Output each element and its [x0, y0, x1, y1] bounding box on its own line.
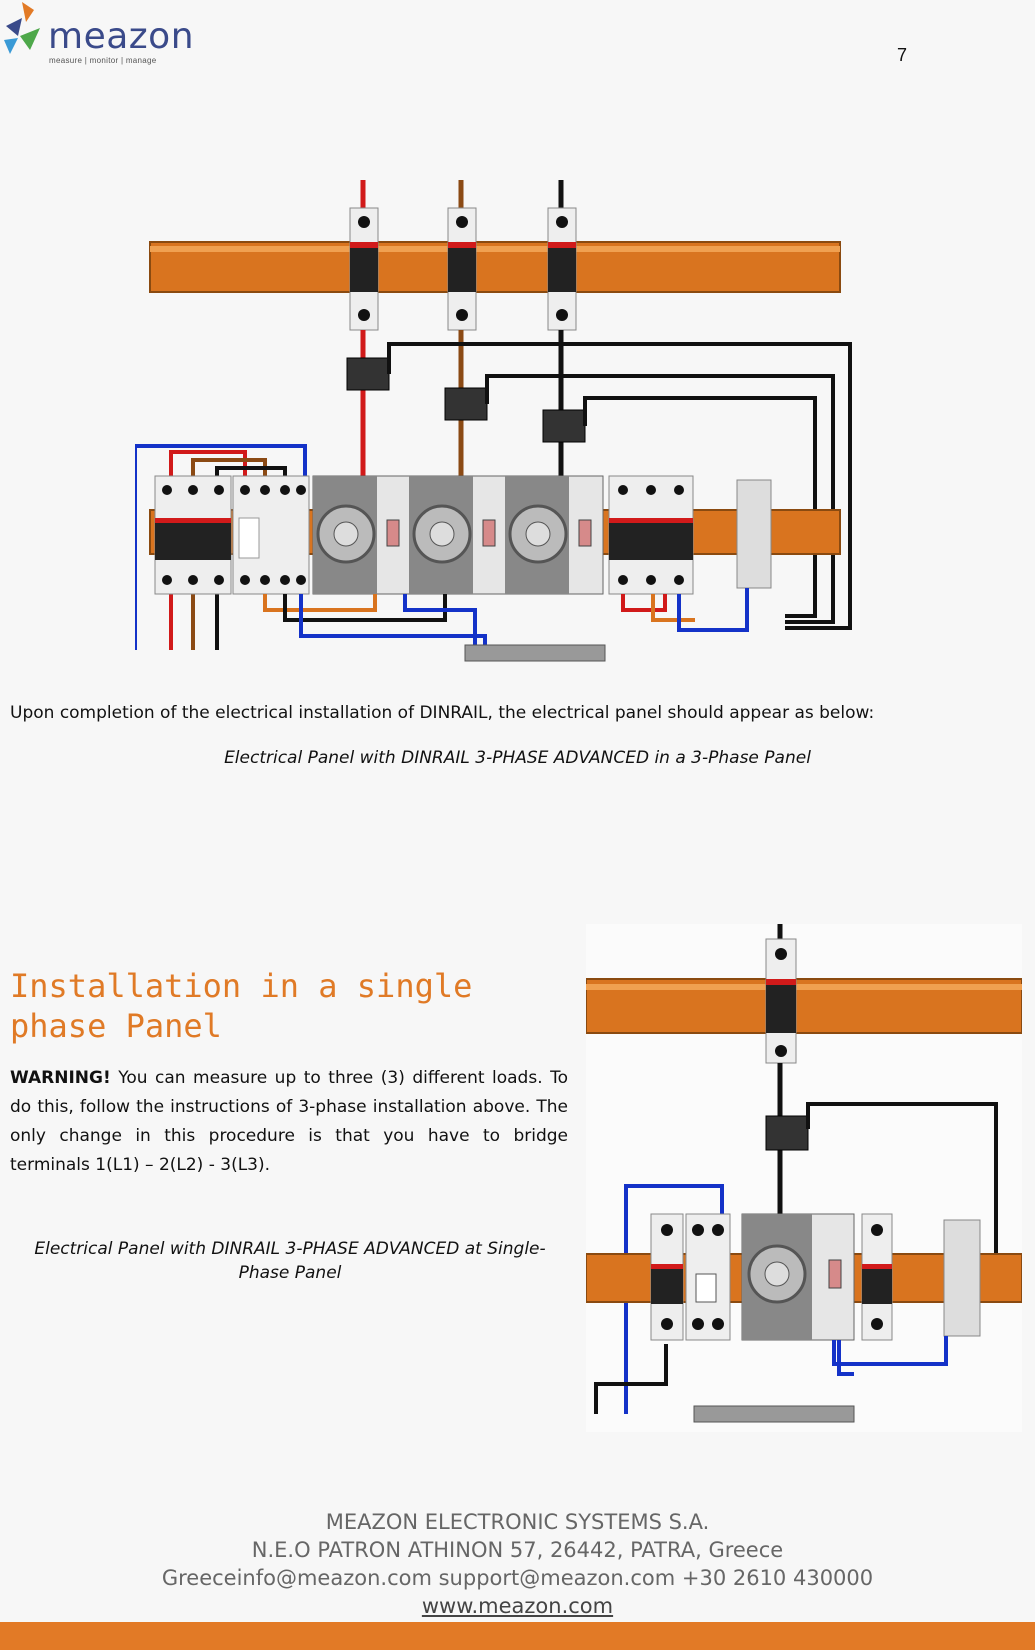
logo-tagline: measure | monitor | manage — [49, 56, 157, 65]
single-phase-panel-diagram — [586, 924, 1022, 1432]
top-breakers — [349, 207, 577, 331]
dinrail-meter — [312, 475, 604, 595]
intro-text: Upon completion of the electrical instal… — [10, 703, 875, 723]
footer-address: N.E.O PATRON ATHINON 57, 26442, PATRA, G… — [251, 1538, 784, 1562]
three-phase-panel-diagram — [135, 180, 852, 662]
footer-bar — [0, 1622, 1035, 1650]
footer-website-link[interactable]: www.meazon.com — [421, 1594, 614, 1618]
meazon-logo — [0, 0, 190, 70]
single-phase-caption: Electrical Panel with DINRAIL 3-PHASE AD… — [34, 1239, 546, 1283]
page-number: 7 — [897, 45, 908, 65]
warning-text: You can measure up to three (3) differen… — [10, 1068, 568, 1175]
logo-mark-icon — [4, 2, 40, 54]
logo-wordmark: meazon — [48, 16, 195, 57]
footer-contacts: Greeceinfo@meazon.com support@meazon.com… — [161, 1566, 874, 1590]
warning-label: WARNING! — [10, 1068, 111, 1088]
section-heading: Installation in a single phase Panel — [10, 967, 473, 1045]
footer-company: MEAZON ELECTRONIC SYSTEMS S.A. — [325, 1510, 710, 1534]
three-phase-caption: Electrical Panel with DINRAIL 3-PHASE AD… — [224, 748, 811, 768]
warning-paragraph: WARNING! You can measure up to three (3)… — [10, 1064, 568, 1180]
